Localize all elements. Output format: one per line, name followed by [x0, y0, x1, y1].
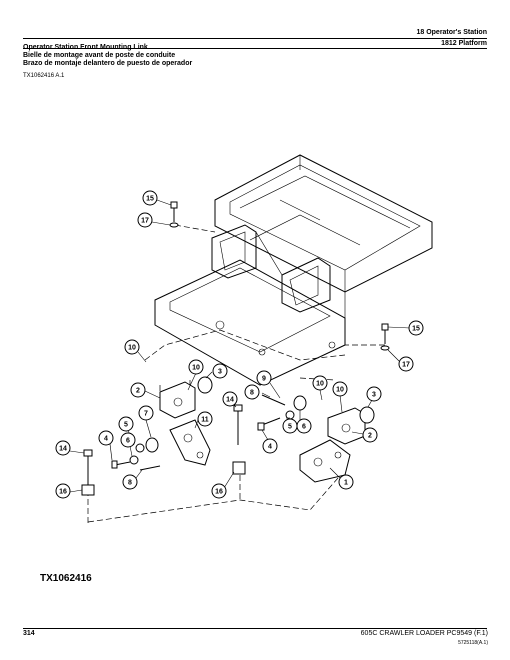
callout-bubble: 3: [205, 363, 228, 379]
callout-bubble: 16: [211, 471, 235, 499]
model-info: 605C CRAWLER LOADER PC9549 (F.1): [360, 630, 488, 637]
svg-text:10: 10: [128, 345, 136, 352]
callout-bubble: 4: [98, 430, 114, 461]
header-rule: [23, 38, 487, 39]
document-id: 5725118(A.1): [458, 640, 488, 646]
callout-bubble: 15: [387, 320, 424, 336]
svg-text:15: 15: [146, 196, 154, 203]
title-spanish: Brazo de montaje delantero de puesto de …: [23, 60, 193, 67]
svg-text:15: 15: [412, 326, 420, 333]
svg-text:10: 10: [316, 381, 324, 388]
callout-bubble: 10: [312, 375, 328, 401]
callout-bubble: 10: [187, 359, 204, 391]
callout-bubble: 2: [351, 427, 378, 443]
svg-text:11: 11: [201, 417, 209, 424]
svg-text:9: 9: [262, 376, 266, 383]
svg-text:10: 10: [336, 387, 344, 394]
callouts: 15 17 15 17 10 10 9 10 10 3 3 2 2 7 11 1…: [55, 190, 424, 499]
callout-bubble: 14: [55, 440, 85, 456]
svg-text:6: 6: [126, 438, 130, 445]
callout-bubble: 14: [222, 391, 238, 408]
callout-bubble: 7: [138, 405, 154, 438]
svg-text:1: 1: [344, 480, 348, 487]
svg-text:16: 16: [215, 489, 223, 496]
callout-bubble: 5: [118, 416, 135, 446]
svg-text:2: 2: [136, 388, 140, 395]
callout-bubble: 11: [194, 411, 213, 429]
callout-bubble: 6: [120, 432, 136, 457]
hardware-parts: [81, 201, 390, 496]
svg-text:10: 10: [192, 365, 200, 372]
callout-bubble: 8: [122, 469, 143, 490]
footer-rule: [23, 628, 487, 629]
callout-bubble: 4: [261, 429, 278, 454]
reference-code: TX1062416 A.1: [23, 73, 65, 79]
title-english: Operator Station Front Mounting Link: [23, 44, 148, 51]
svg-text:8: 8: [250, 390, 254, 397]
callout-bubble: 10: [124, 339, 147, 363]
callout-bubble: 17: [387, 349, 414, 372]
svg-text:7: 7: [144, 411, 148, 418]
svg-text:4: 4: [104, 436, 108, 443]
platform-frame: [154, 154, 433, 386]
callout-bubble: 3: [366, 386, 382, 408]
svg-text:17: 17: [141, 218, 149, 225]
section-heading: 18 Operator's Station: [416, 29, 487, 36]
callout-bubble: 8: [244, 384, 271, 400]
svg-text:14: 14: [59, 446, 67, 453]
callout-bubble: 10: [332, 381, 348, 413]
svg-text:5: 5: [288, 424, 292, 431]
callout-bubble: 9: [256, 370, 281, 399]
callout-bubble: 6: [296, 410, 312, 434]
callout-bubble: 2: [130, 382, 161, 399]
svg-text:14: 14: [226, 397, 234, 404]
svg-text:6: 6: [302, 424, 306, 431]
header-rule-2: [23, 48, 487, 49]
title-french: Bielle de montage avant de poste de cond…: [23, 52, 176, 59]
figure-label: TX1062416: [40, 573, 92, 584]
subsection-heading: 1812 Platform: [441, 40, 487, 47]
page-number: 314: [23, 630, 35, 637]
callout-bubble: 16: [55, 483, 83, 499]
callout-bubble: 1: [329, 467, 354, 490]
callout-bubble: 15: [142, 190, 172, 206]
svg-text:5: 5: [124, 422, 128, 429]
callout-bubble: 5: [282, 417, 298, 434]
svg-text:17: 17: [402, 362, 410, 369]
svg-text:4: 4: [268, 444, 272, 451]
svg-text:8: 8: [128, 480, 132, 487]
svg-text:3: 3: [218, 369, 222, 376]
svg-text:2: 2: [368, 433, 372, 440]
svg-text:16: 16: [59, 489, 67, 496]
callout-bubble: 17: [137, 212, 171, 228]
svg-text:3: 3: [372, 392, 376, 399]
